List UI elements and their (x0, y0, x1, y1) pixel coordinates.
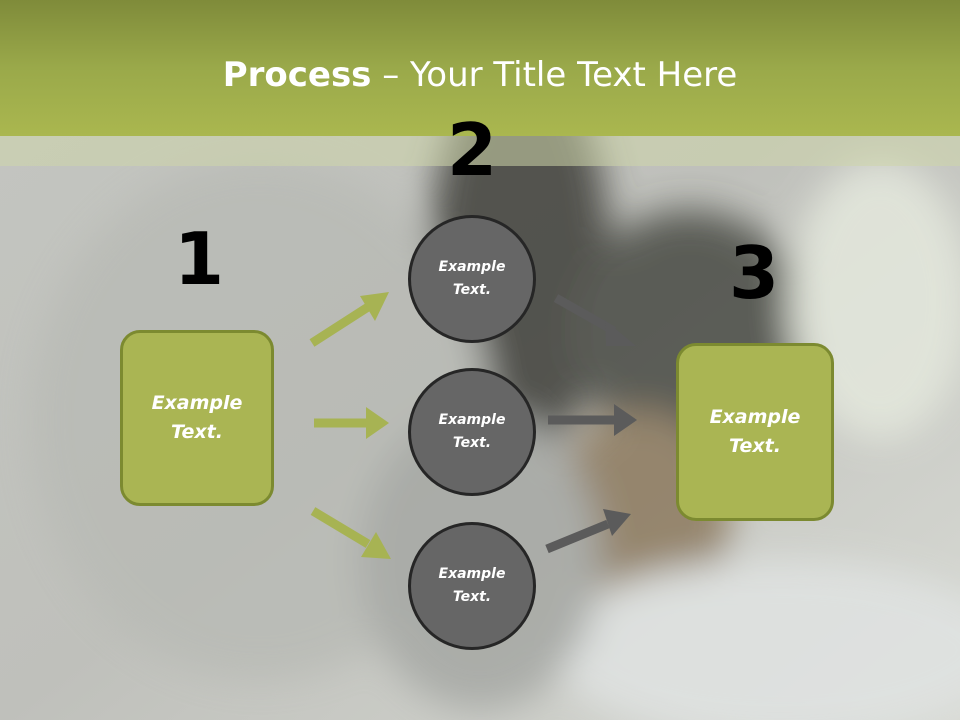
step-1-line1: Example (151, 392, 243, 414)
arrow-to-top-circle (309, 292, 389, 347)
slide-title: Process – Your Title Text Here (0, 52, 960, 98)
circle-top-line1: Example (438, 259, 506, 275)
arrow-top-to-box3 (553, 294, 636, 346)
step-1-line2: Text. (171, 421, 223, 443)
title-rest: – Your Title Text Here (371, 55, 738, 95)
circle-middle-line1: Example (438, 412, 506, 428)
arrow-to-middle-circle (314, 407, 389, 439)
title-bold: Process (222, 55, 372, 95)
circle-middle-line2: Text. (452, 435, 492, 451)
step-number-1: 1 (173, 217, 225, 301)
circle-bottom-line2: Text. (452, 589, 492, 605)
title-strip (0, 136, 960, 166)
arrow-bottom-to-box3 (545, 509, 631, 554)
step-number-2: 2 (446, 108, 498, 192)
circle-top-line2: Text. (452, 282, 492, 298)
step-number-3: 3 (728, 231, 780, 315)
arrow-to-bottom-circle (310, 507, 391, 559)
step-3-line1: Example (709, 406, 801, 428)
step-3-line2: Text. (729, 435, 781, 457)
arrow-middle-to-box3 (548, 404, 637, 436)
circle-bottom-line1: Example (438, 566, 506, 582)
title-band (0, 0, 960, 136)
